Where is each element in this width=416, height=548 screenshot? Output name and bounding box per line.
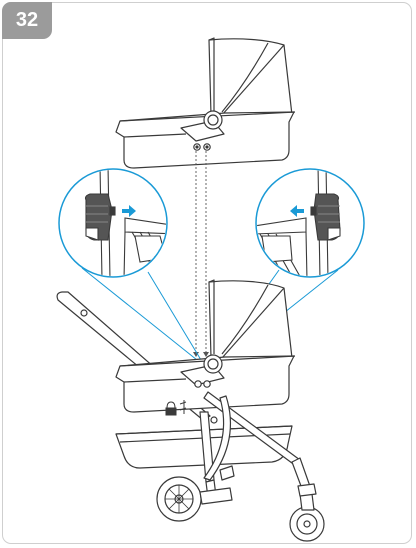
- carrycot-detached: [115, 37, 296, 169]
- detail-circle-left: [58, 168, 168, 278]
- page-frame: [2, 2, 412, 544]
- stroller-assembly: [56, 279, 325, 542]
- alignment-guides: [195, 151, 207, 352]
- arrow-right-icon: [122, 205, 136, 217]
- guide-arrow-right: [203, 352, 209, 357]
- step-number-badge: 32: [2, 2, 52, 39]
- detail-circle-right: [255, 168, 365, 278]
- padlock-icon: [165, 400, 187, 416]
- arrow-left-icon: [290, 205, 304, 217]
